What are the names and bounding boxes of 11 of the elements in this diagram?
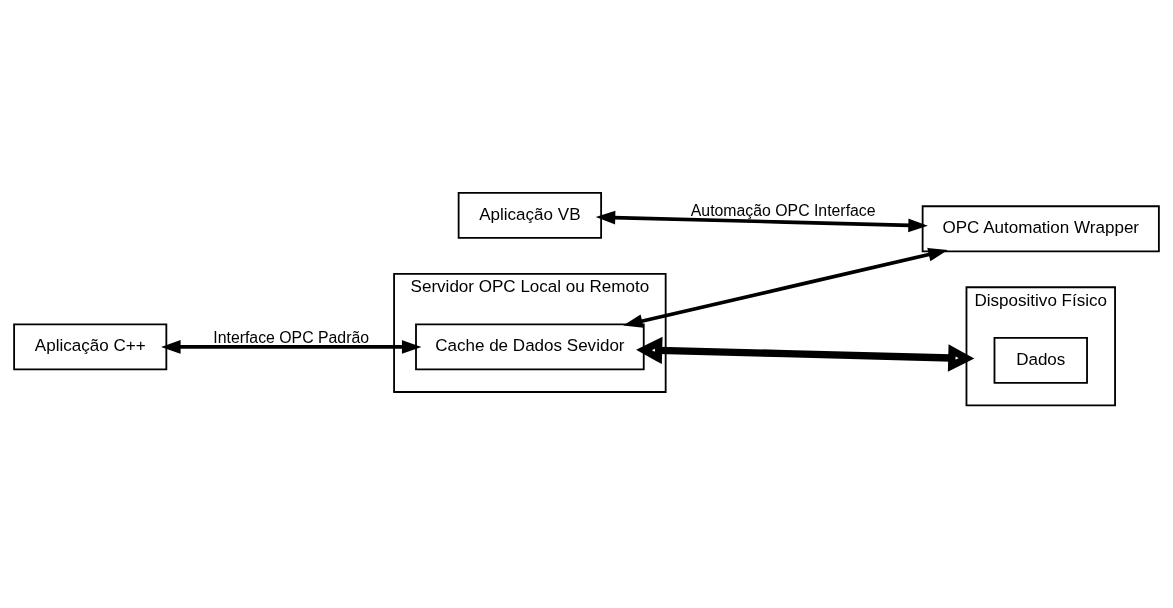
edge-label: Automação OPC Interface — [690, 201, 876, 219]
node-box: Cache de Dados Sevidor — [415, 323, 645, 371]
node-box: OPC Automation Wrapper — [921, 205, 1160, 253]
node-box: Aplicação C++ — [13, 323, 168, 371]
arrow — [161, 340, 422, 354]
node-box: Aplicação VB — [457, 191, 603, 239]
arrow — [595, 210, 928, 233]
node-box: Dados — [993, 336, 1088, 384]
arrow — [623, 247, 948, 328]
arrow — [636, 336, 975, 372]
edge-label: Interface OPC Padrão — [213, 328, 370, 346]
